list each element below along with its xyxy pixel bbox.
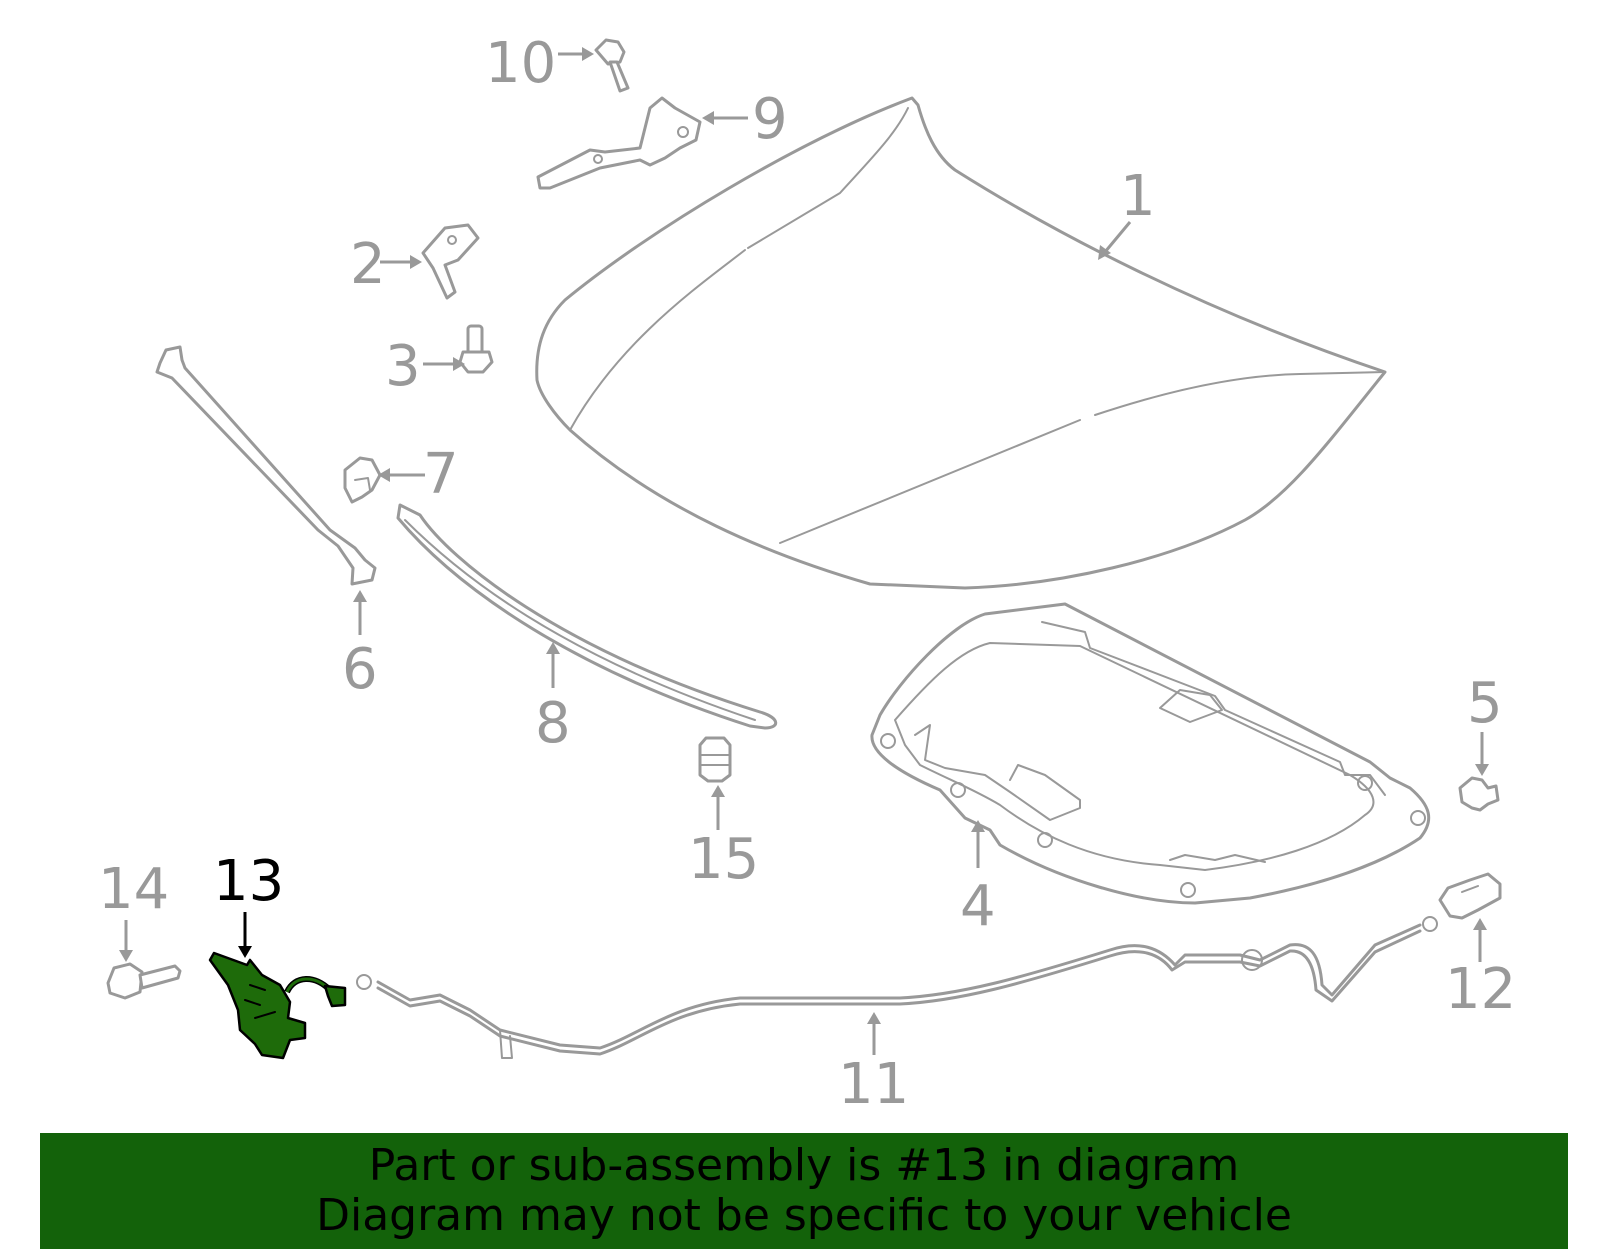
part-4-insulator (870, 602, 1431, 905)
callout-labels: 1 2 3 4 5 6 7 8 9 10 11 12 13 14 15 (98, 31, 1516, 1117)
callout-5: 5 (1467, 671, 1503, 736)
part-13-hood-lock (208, 951, 347, 1060)
part-9-hinge (536, 96, 702, 190)
part-8-seal (396, 503, 778, 730)
info-banner: Part or sub-assembly is #13 in diagram D… (40, 1133, 1568, 1249)
callout-4: 4 (960, 874, 996, 939)
part-2-bracket (421, 223, 480, 300)
part-5-clip (1458, 776, 1500, 812)
callout-15: 15 (688, 827, 759, 892)
callout-7: 7 (423, 442, 459, 507)
callout-arrows (119, 47, 1489, 1055)
callout-13: 13 (213, 849, 284, 914)
callout-9: 9 (752, 87, 788, 152)
callout-2: 2 (350, 232, 386, 297)
part-1-hood (535, 96, 1387, 590)
part-6-support-rod (155, 345, 377, 586)
part-10-bolt (594, 38, 630, 93)
callout-12: 12 (1445, 957, 1516, 1022)
callout-3: 3 (385, 334, 421, 399)
callout-6: 6 (342, 637, 378, 702)
part-12-release-handle (1438, 872, 1502, 920)
part-15-cushion (698, 736, 732, 783)
part-14-bolt (106, 962, 182, 1000)
part-11-cable (356, 916, 1438, 1059)
callout-8: 8 (535, 691, 571, 756)
banner-line-disclaimer: Diagram may not be specific to your vehi… (316, 1190, 1292, 1241)
banner-line-part: Part or sub-assembly is #13 in diagram (368, 1140, 1240, 1191)
callout-1: 1 (1120, 164, 1156, 229)
callout-10: 10 (485, 31, 556, 96)
callout-14: 14 (98, 857, 169, 922)
part-3-bolt (458, 324, 494, 374)
part-7-grommet (343, 456, 382, 504)
callout-11: 11 (838, 1052, 909, 1117)
